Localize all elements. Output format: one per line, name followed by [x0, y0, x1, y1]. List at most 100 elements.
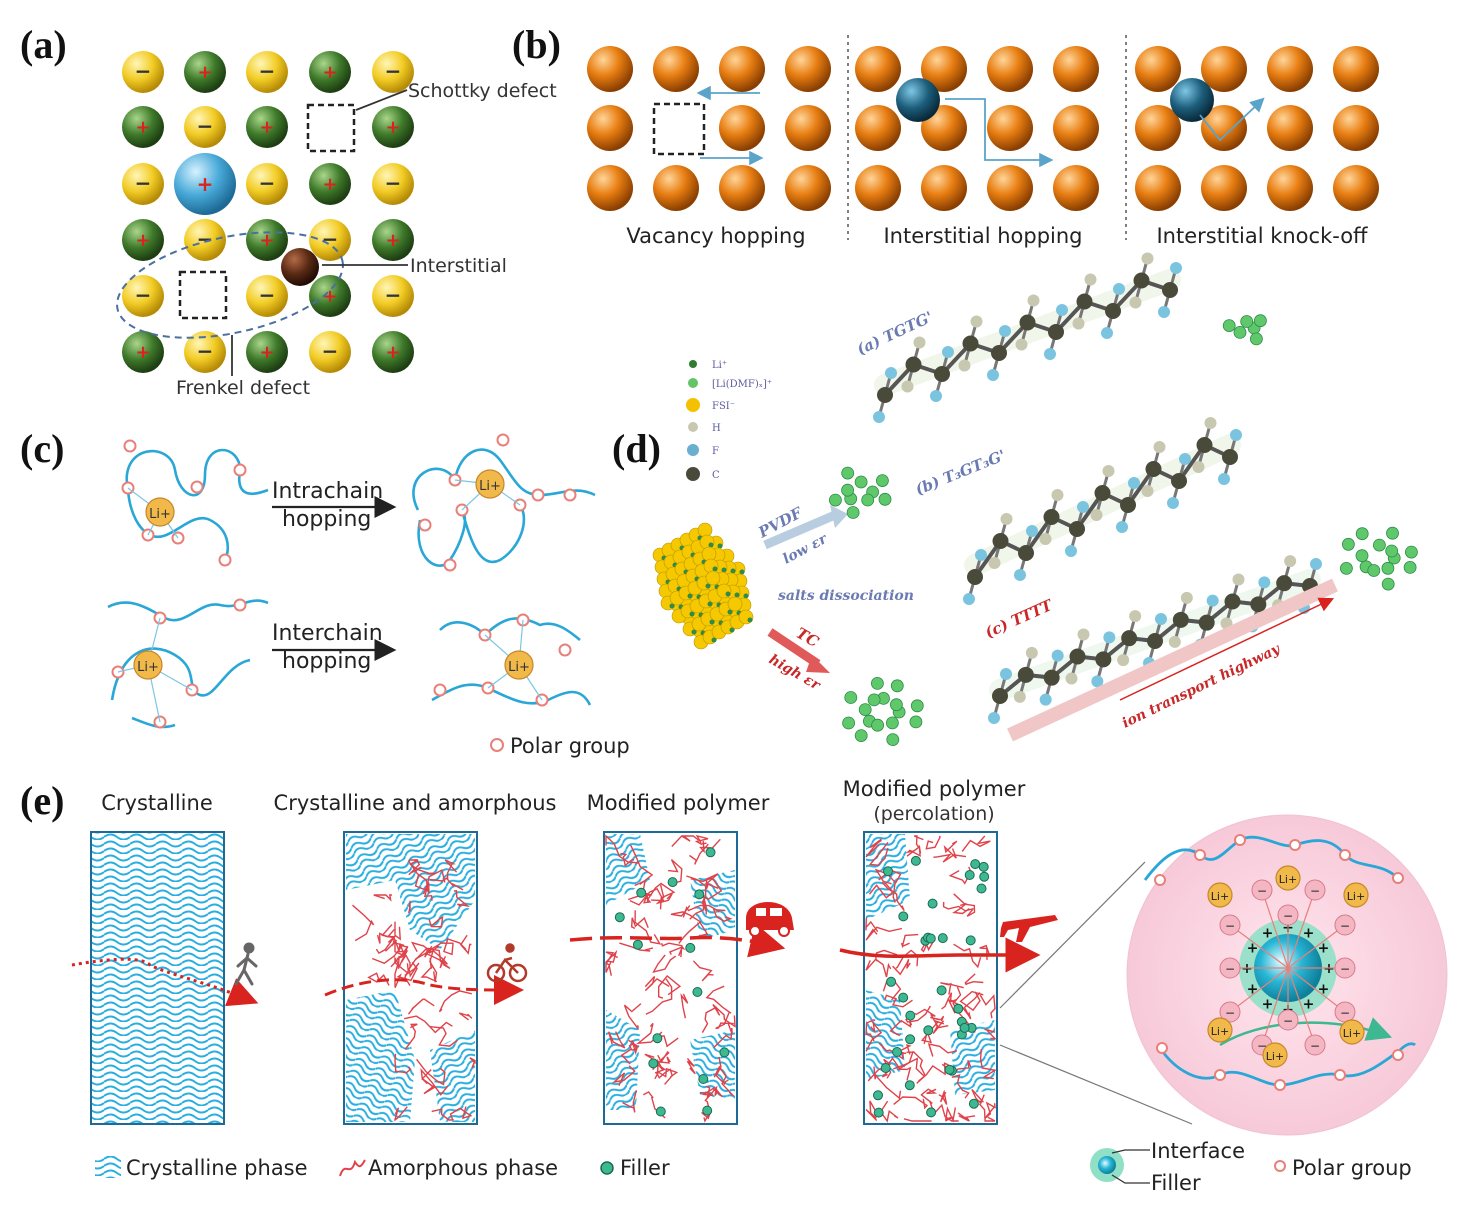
filler-particle — [970, 859, 981, 870]
amorphous-chain — [889, 1019, 913, 1037]
li-ion-d — [886, 733, 900, 746]
anion — [1277, 1009, 1299, 1031]
li-clusters — [829, 314, 1418, 746]
charge-sign: − — [197, 227, 214, 251]
amorphous-chain — [906, 1051, 926, 1076]
amorphous-chain — [875, 958, 892, 978]
carbon — [1224, 593, 1241, 610]
amorphous-chain — [420, 1068, 449, 1096]
amorphous-chain — [865, 838, 882, 858]
amorphous-chain — [394, 942, 407, 963]
polar-group-legend-marker — [490, 738, 504, 752]
polar-group — [558, 643, 572, 657]
anion-tether — [1287, 924, 1346, 969]
li-site — [721, 567, 727, 573]
lattice-atom — [855, 46, 901, 92]
lattice-atom — [719, 46, 765, 92]
legend-f: F — [712, 446, 719, 457]
li-ion-text: Li+ — [1279, 873, 1297, 886]
lattice-atom — [921, 46, 967, 92]
lattice-atom — [1267, 46, 1313, 92]
lattice-atom — [785, 165, 831, 211]
li-ions-c: Li+ Li+ Li+ Li+ — [133, 469, 534, 680]
anion — [309, 219, 351, 261]
anion — [246, 275, 288, 317]
polar-group — [233, 598, 247, 612]
interstitial-ion — [281, 248, 319, 286]
li-ion-d — [1373, 538, 1386, 552]
charge-sign: + — [197, 62, 212, 83]
cation — [372, 331, 414, 373]
amorphous-chain — [680, 993, 689, 1019]
li-site — [689, 611, 695, 617]
filler-core-legend: Filler — [1151, 1171, 1201, 1195]
panel-d: (d) Li⁺ [Li(DMF)ₓ]⁺ FSI⁻ H F C PVDF low … — [612, 252, 1418, 746]
lattice-atom — [1053, 105, 1099, 151]
knockoff-path — [1199, 97, 1265, 142]
li-ion-d — [842, 716, 855, 730]
fsi-ion — [727, 596, 743, 612]
li-ion-d — [1250, 332, 1263, 346]
anion-tether — [1261, 889, 1289, 969]
fluorine — [1206, 594, 1219, 607]
cation — [122, 106, 164, 148]
title-modified-percolation: Modified polymer — [843, 777, 1026, 801]
lattice-atom — [587, 46, 633, 92]
polar-group — [531, 488, 545, 502]
charge-sign: − — [197, 114, 214, 138]
title-modified-polymer: Modified polymer — [587, 791, 770, 815]
li-site — [709, 619, 715, 625]
polar-group-legend-e: Polar group — [1292, 1156, 1412, 1180]
carbon — [1147, 633, 1163, 649]
li-ion — [1207, 882, 1233, 908]
hydrogen — [1284, 555, 1297, 568]
crystalline-box — [90, 831, 225, 1125]
amorphous-chain — [652, 954, 677, 973]
carbon — [877, 387, 893, 403]
interchain-before — [107, 599, 269, 729]
charge-sign: + — [135, 342, 150, 363]
amorphous-chain — [407, 860, 429, 893]
polar-group — [1194, 849, 1206, 861]
carbon — [962, 335, 979, 352]
amorphous-chain — [865, 917, 879, 933]
amorphous-chain — [705, 873, 719, 890]
amorphous-chain — [715, 1056, 729, 1086]
hydrogen — [1102, 465, 1115, 477]
lattice-atom — [1267, 105, 1313, 151]
amorphous-chain — [652, 1050, 670, 1071]
lattice-atom — [785, 105, 831, 151]
panel-b-label: (b) — [512, 22, 561, 67]
filler-particle — [667, 877, 678, 888]
frenkel-loop — [116, 231, 344, 339]
li-site — [729, 627, 735, 633]
intrachain-before — [125, 448, 269, 561]
li-ion-d — [878, 492, 892, 506]
charge-sign: − — [322, 227, 339, 251]
amorphous-chain — [865, 1100, 878, 1121]
filler-particle — [965, 935, 976, 946]
panel-c-label: (c) — [20, 426, 64, 471]
hydrogen — [913, 336, 926, 349]
lattice-atom — [855, 105, 901, 151]
amorphous-chain — [623, 1003, 642, 1030]
fluorine — [1091, 675, 1104, 688]
cation — [122, 331, 164, 373]
cation — [372, 106, 414, 148]
amorphous-chain — [619, 942, 654, 952]
cation — [309, 51, 351, 93]
conformation-tgtg: (a) TGTG' — [854, 308, 936, 359]
amorphous-chain — [930, 1015, 945, 1022]
amorphous-chain — [964, 973, 984, 986]
title-crystalline-amorphous: Crystalline and amorphous — [274, 791, 557, 815]
amorphous-chain — [408, 900, 411, 914]
title-crystalline: Crystalline — [101, 791, 213, 815]
filler-particle — [692, 987, 703, 997]
amorphous-chain — [963, 992, 981, 1020]
schottky-pointer — [355, 89, 408, 111]
polar-group — [1274, 1079, 1286, 1091]
li-ion-text: Li+ — [149, 507, 171, 522]
li-ion-d — [829, 493, 842, 507]
surface-charge: + — [1247, 982, 1259, 998]
e-legend: Crystalline phase Amorphous phase Filler… — [95, 1139, 1412, 1195]
